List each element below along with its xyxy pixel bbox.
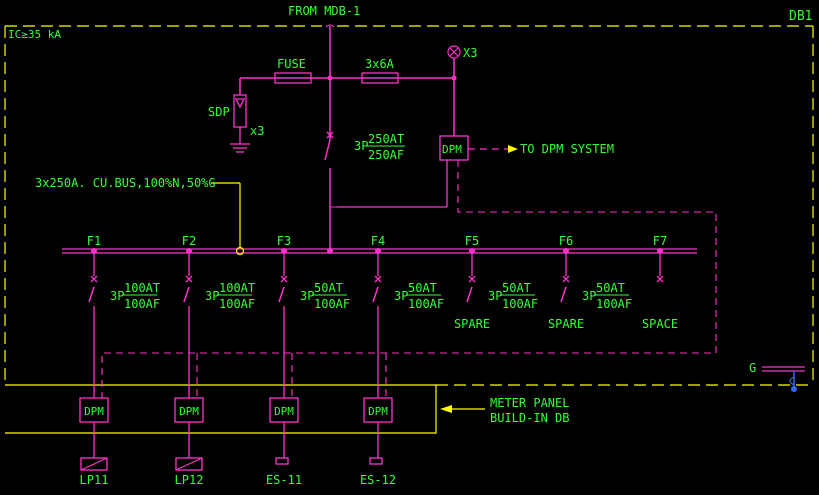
feeder-load: LP12 [175,473,204,487]
meter-panel-line2: BUILD-IN DB [490,411,569,425]
panel-name: DB1 [789,9,812,24]
fuse-symbol [274,72,312,84]
feeders: F13P100AT100AFDPMLP11F23P100AT100AFDPMLP… [79,234,678,487]
feeder-x-mark [280,275,288,283]
feeder-id: F3 [277,234,291,248]
feeder-id: F5 [465,234,479,248]
incoming-dots [327,75,457,81]
feeder-load: ES-12 [360,473,396,487]
bus-leader [211,182,245,256]
feeder-poles: 3P [488,289,502,303]
meter-panel-arrow [440,405,485,413]
feeder-trip: 50AT [502,281,531,295]
sdp-label: SDP [208,105,230,119]
db-frame [4,25,814,386]
feeder-trip: 100AT [219,281,255,295]
feeder-poles: 3P [110,289,124,303]
incoming-feeder [239,24,455,140]
load-panel-diagonal [175,457,203,471]
feeder-frame: 100AF [408,297,444,311]
feeder-poles: 3P [205,289,219,303]
feeder-x-mark [468,275,476,283]
feeder-note: SPARE [454,317,490,331]
feeder-x-mark [656,275,664,283]
feeder-trip: 50AT [408,281,437,295]
feeder-x-mark [90,275,98,283]
main-breaker-icon [324,131,337,251]
feeder-breaker [88,286,95,303]
feeder-poles: 3P [582,289,596,303]
feeder-frame: 100AF [596,297,632,311]
feeder-dpm-label: DPM [84,405,104,418]
meter-panel-outline [5,384,437,434]
dpm-comms-drops [196,353,387,398]
feeder-tap [375,248,381,254]
feeder-x-mark [562,275,570,283]
load-panel-icon [80,457,108,471]
feeder-tap [469,248,475,254]
feeder-breaker [183,286,190,303]
feeder-x-mark [185,275,193,283]
feeder-breaker [372,286,379,303]
source-label: FROM MDB-1 [288,4,360,18]
feeder-trip: 100AT [124,281,160,295]
main-dpm-label: DPM [442,143,462,156]
feeder-dpm-label: DPM [368,405,388,418]
main-dpm [337,135,518,208]
feeder-tap [186,248,192,254]
busbar-main-tap [327,248,333,254]
feeder-id: F4 [371,234,385,248]
feeder-frame: 100AF [502,297,538,311]
feeder-frame: 100AF [124,297,160,311]
bus-label: 3x250A. CU.BUS,100%N,50%G [35,176,216,190]
feeder-note: SPACE [642,317,678,331]
dpm-link-label: TO DPM SYSTEM [520,142,614,156]
main-breaker-frame: 250AF [368,148,404,162]
lamp-count: X3 [463,46,477,60]
feeder-breaker [278,286,285,303]
sdp-count: x3 [250,124,264,138]
sdp-icon [230,94,250,153]
feeder-tap [657,248,663,254]
fault-level: IC≥35 kA [8,28,61,41]
load-panel-diagonal [80,457,108,471]
feeder-tap [281,248,287,254]
feeder-dpm-label: DPM [179,405,199,418]
feeder-load: LP11 [80,473,109,487]
feeder-tap [563,248,569,254]
feeder-id: F7 [653,234,667,248]
feeder-poles: 3P [394,289,408,303]
feeder-trip: 50AT [596,281,625,295]
load-panel-icon [175,457,203,471]
pt-fuse-symbol [361,72,399,84]
feeder-x-mark [374,275,382,283]
load-es-icon [275,457,289,465]
feeder-id: F2 [182,234,196,248]
main-breaker-poles: 3P [354,139,368,153]
feeder-id: F1 [87,234,101,248]
feeder-tap [91,248,97,254]
feeder-breaker [560,286,567,303]
feeder-poles: 3P [300,289,314,303]
meter-panel-line1: METER PANEL [490,396,569,410]
ground-bar [762,366,805,392]
load-es-icon [369,457,383,465]
ground-label: G [749,361,756,375]
feeder-note: SPARE [548,317,584,331]
feeder-frame: 100AF [314,297,350,311]
main-breaker-trip: 250AT [368,132,404,146]
feeder-breaker [466,286,473,303]
feeder-load: ES-11 [266,473,302,487]
feeder-id: F6 [559,234,573,248]
feeder-frame: 100AF [219,297,255,311]
pt-rating: 3x6A [365,57,395,71]
fuse-label: FUSE [277,57,306,71]
pilot-lamp-icon [447,45,461,59]
dpm-comms-loop [101,160,717,398]
feeder-trip: 50AT [314,281,343,295]
feeder-dpm-label: DPM [274,405,294,418]
